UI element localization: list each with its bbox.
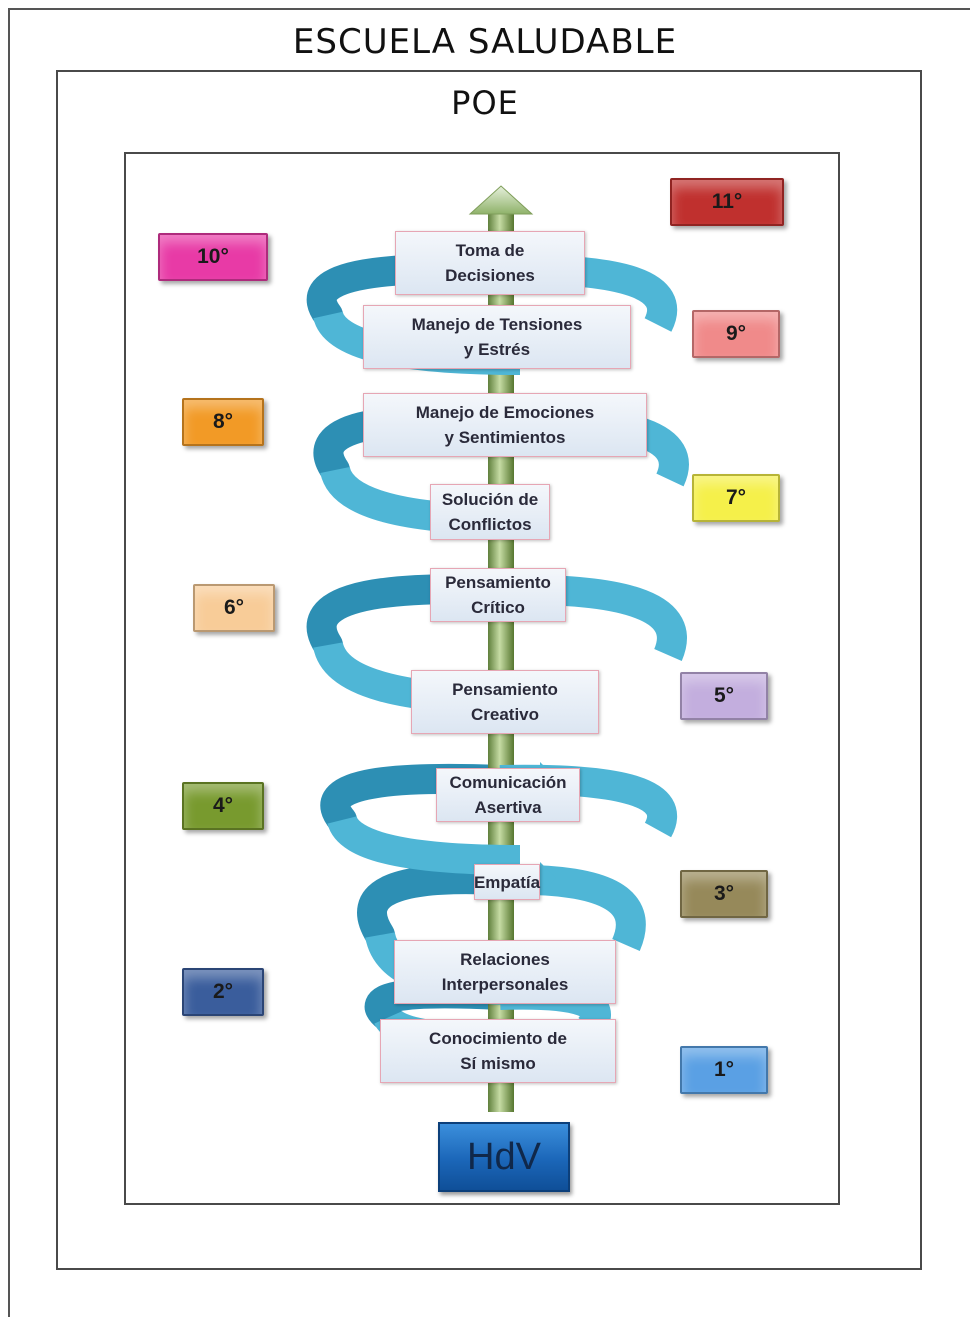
- skill-line-2: Interpersonales: [441, 975, 569, 994]
- skill-line-1: Relaciones: [460, 950, 550, 969]
- hdv-base-box: HdV: [438, 1122, 570, 1192]
- skill-line-2: Conflictos: [448, 515, 532, 534]
- skill-box: Solución de Conflictos: [430, 484, 550, 540]
- grade-box: 8°: [182, 398, 264, 446]
- skill-text: Conocimiento de Sí mismo: [429, 1026, 567, 1076]
- page-title: ESCUELA SALUDABLE: [292, 22, 678, 62]
- ribbon-segment-back: [357, 864, 515, 950]
- spiral-ribbon-back: [306, 253, 515, 1033]
- skill-box: Empatía: [474, 864, 540, 900]
- skill-line-2: y Estrés: [463, 340, 531, 359]
- arrow-head: [468, 185, 534, 215]
- skill-line-1: Empatía: [473, 872, 541, 892]
- skill-text: Toma de Decisiones: [445, 238, 535, 288]
- skill-line-2: Sí mismo: [460, 1054, 536, 1073]
- skill-line-1: Pensamiento: [452, 680, 558, 699]
- skill-line-2: y Sentimientos: [444, 428, 566, 447]
- skill-text: Empatía: [474, 870, 540, 895]
- skill-box: Manejo de Tensiones y Estrés: [363, 305, 631, 369]
- skill-text: Manejo de Tensiones y Estrés: [412, 312, 583, 362]
- skill-text: Solución de Conflictos: [442, 487, 538, 537]
- skill-line-1: Comunicación: [449, 773, 567, 792]
- skill-line-2: Asertiva: [474, 798, 542, 817]
- grade-box: 1°: [680, 1046, 768, 1094]
- ribbon-segment-front: [327, 814, 521, 875]
- grade-box: 11°: [670, 178, 784, 226]
- grade-box: 6°: [193, 584, 275, 632]
- page-subtitle: POE: [451, 84, 519, 122]
- middle-frame: [56, 70, 922, 1270]
- grade-box: 4°: [182, 782, 264, 830]
- skill-line-1: Toma de: [455, 241, 525, 260]
- skill-line-1: Solución de: [441, 490, 539, 509]
- grade-box: 5°: [680, 672, 768, 720]
- grade-box: 7°: [692, 474, 780, 522]
- skill-line-1: Pensamiento: [445, 573, 551, 592]
- skill-text: Manejo de Emociones y Sentimientos: [416, 400, 595, 450]
- inner-frame: [124, 152, 840, 1205]
- skill-line-1: Conocimiento de: [429, 1029, 567, 1048]
- outer-frame: [8, 8, 970, 1317]
- ribbon-arrowhead: [540, 862, 556, 894]
- grade-box: 9°: [692, 310, 780, 358]
- skill-line-2: Crítico: [471, 598, 525, 617]
- grade-box: 10°: [158, 233, 268, 281]
- skill-line-1: Manejo de Emociones: [415, 403, 595, 422]
- skill-box: Conocimiento de Sí mismo: [380, 1019, 616, 1083]
- grade-box: 3°: [680, 870, 768, 918]
- skill-box: Toma de Decisiones: [395, 231, 585, 295]
- skill-line-2: Decisiones: [445, 266, 535, 285]
- skill-box: Manejo de Emociones y Sentimientos: [363, 393, 647, 457]
- skill-line-1: Manejo de Tensiones: [411, 315, 583, 334]
- skill-line-2: Creativo: [470, 705, 540, 724]
- grade-box: 2°: [182, 968, 264, 1016]
